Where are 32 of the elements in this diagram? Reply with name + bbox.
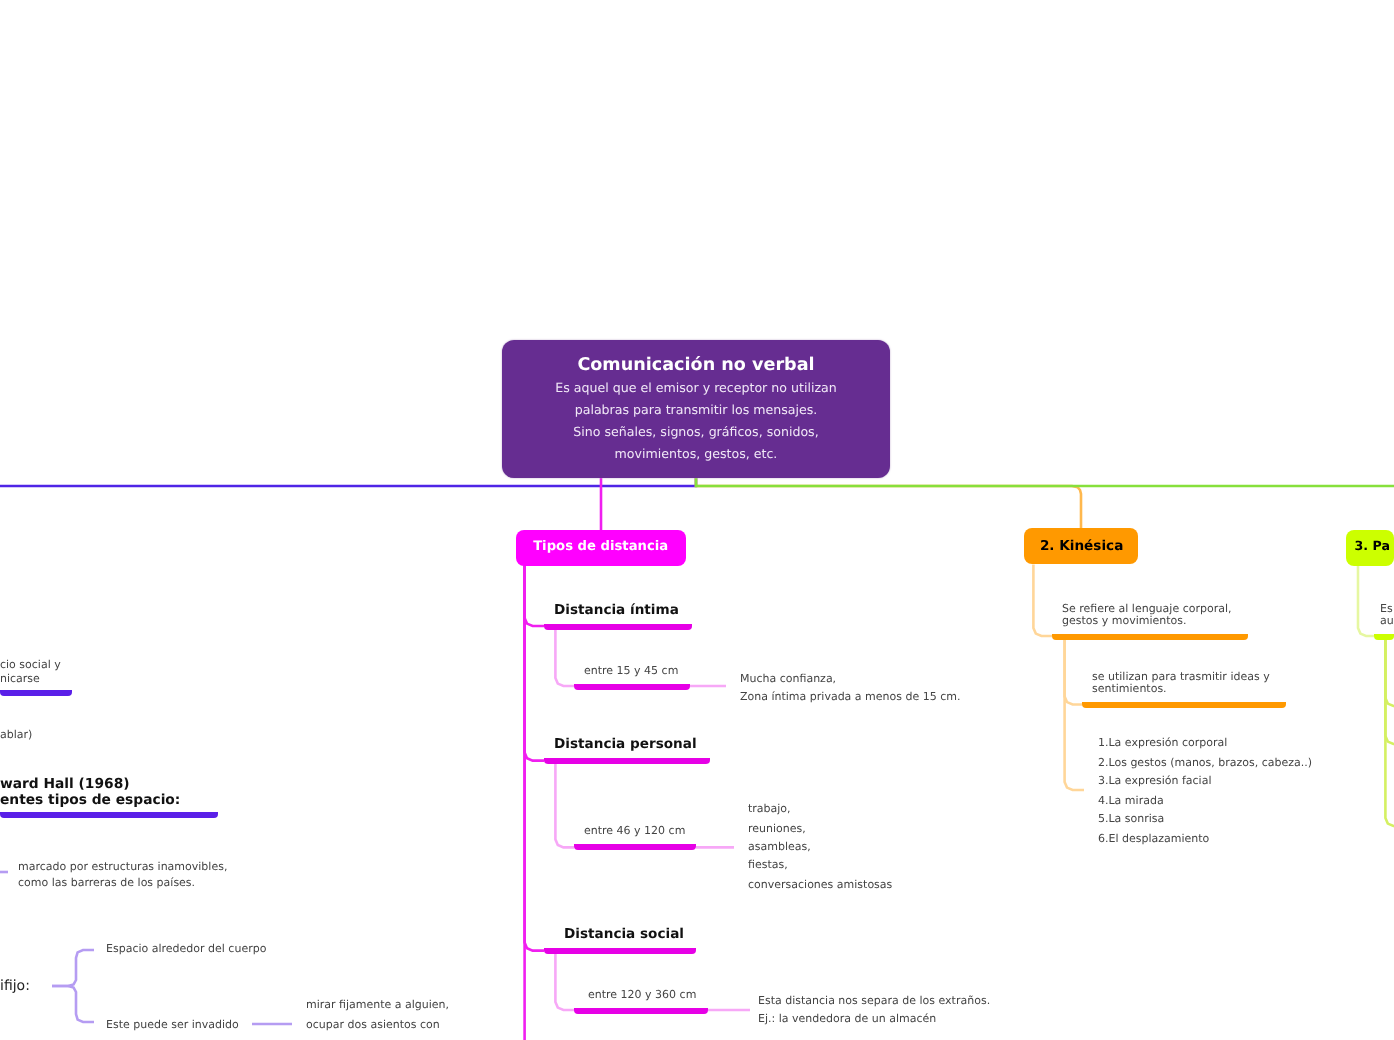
underlined-topic <box>544 925 696 954</box>
underlined-topic <box>544 735 710 764</box>
connector-line <box>554 629 574 688</box>
underlined-topic <box>1374 603 1394 639</box>
central-topic-box <box>502 340 890 478</box>
branch-topic-box <box>1024 528 1139 565</box>
connector-line <box>554 763 574 849</box>
connector-line <box>52 984 94 1024</box>
connector-line <box>554 953 574 1012</box>
underlined-topic <box>574 824 696 851</box>
underlined-topic <box>574 987 708 1013</box>
connector-line <box>1032 564 1052 638</box>
underlined-topic <box>1052 603 1248 639</box>
connector-line <box>1063 639 1084 792</box>
connector-line <box>0 870 8 874</box>
underlined-topic <box>0 660 72 696</box>
connector-line <box>696 846 734 849</box>
connector-line <box>690 684 726 688</box>
connector-line <box>1356 565 1374 638</box>
connector-line <box>694 478 1394 488</box>
connector-line <box>252 1022 292 1026</box>
connector-line <box>708 1008 750 1012</box>
branch-topic-box <box>1346 530 1394 566</box>
branch-topic-box <box>515 530 686 566</box>
connector-line <box>1384 639 1394 828</box>
underlined-topic <box>0 775 218 818</box>
connector-line <box>599 478 603 530</box>
connector-line <box>523 565 526 1040</box>
underlined-topic <box>544 601 692 629</box>
underlined-topic <box>574 663 690 689</box>
underlined-topic <box>1082 671 1286 708</box>
topic-title: Comunicación no verbal <box>575 354 817 378</box>
